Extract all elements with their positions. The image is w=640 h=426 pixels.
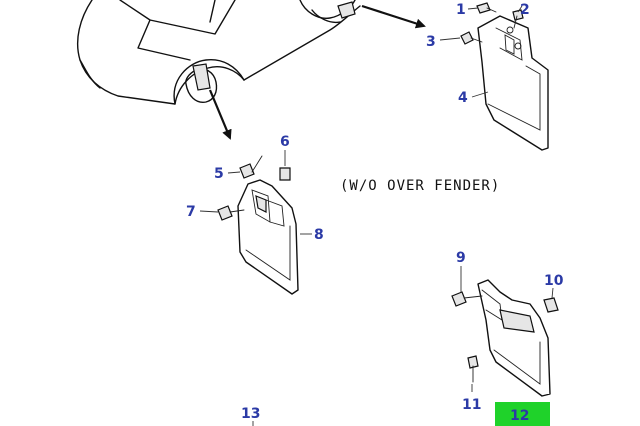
variant-note: (W/O OVER FENDER): [340, 178, 500, 194]
screw-11-icon: [467, 355, 479, 383]
callout-2[interactable]: 2: [520, 2, 530, 18]
callout-8[interactable]: 8: [314, 227, 324, 243]
leader-lines: [199, 5, 554, 426]
bolt-2-icon: [512, 9, 524, 29]
callout-11[interactable]: 11: [462, 397, 481, 413]
callout-13[interactable]: 13: [241, 406, 260, 422]
callout-5[interactable]: 5: [214, 166, 224, 182]
screw-7-icon: [217, 205, 245, 221]
screw-3-icon: [460, 31, 483, 45]
clip-6-icon: [279, 167, 291, 181]
arrow-to-front-flap: [208, 89, 232, 140]
screw-5-icon: [239, 155, 263, 179]
callout-1[interactable]: 1: [456, 2, 466, 18]
lower-mud-flap: [477, 279, 551, 397]
callout-10[interactable]: 10: [544, 273, 564, 289]
nut-10-icon: [543, 297, 559, 313]
arrow-to-rear-flap: [361, 4, 426, 29]
callout-7[interactable]: 7: [186, 204, 196, 220]
callout-3[interactable]: 3: [426, 34, 436, 50]
car-body-outline: [77, 0, 361, 105]
callout-4[interactable]: 4: [458, 90, 468, 106]
callout-12-highlight: [495, 402, 550, 426]
bolt-9-icon: [451, 291, 483, 307]
rear-mud-flap: [477, 15, 549, 151]
callout-9[interactable]: 9: [456, 250, 466, 266]
front-mud-flap: [237, 179, 299, 295]
bolt-1-icon: [476, 2, 497, 14]
callout-12[interactable]: 12: [510, 408, 529, 424]
callout-6[interactable]: 6: [280, 134, 290, 150]
